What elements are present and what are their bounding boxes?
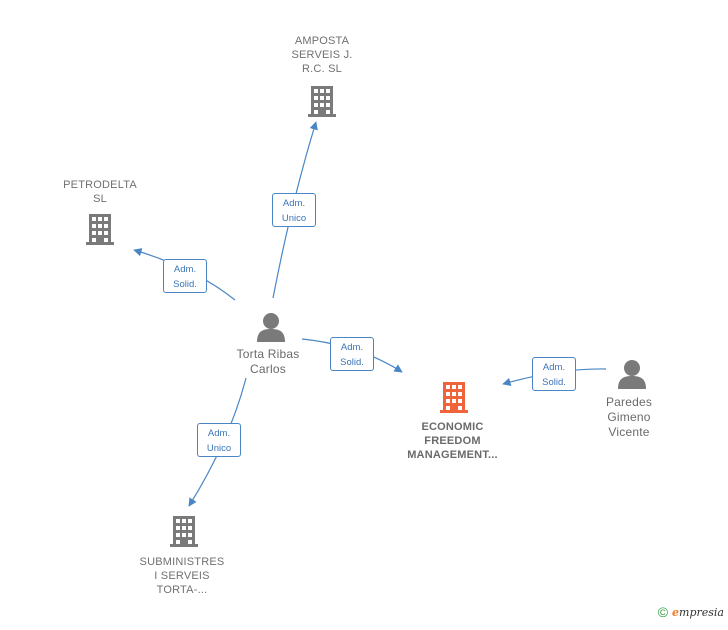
- petrodelta-label[interactable]: PETRODELTA SL: [63, 179, 137, 205]
- economic-label[interactable]: ECONOMIC FREEDOM MANAGEMENT...: [407, 421, 498, 461]
- torta-label[interactable]: Torta Ribas Carlos: [236, 347, 300, 376]
- paredes-person-icon[interactable]: [618, 360, 646, 389]
- empresia-footer: © empresia: [658, 604, 724, 620]
- copyright-icon: ©: [657, 604, 669, 620]
- torta-person-icon[interactable]: [257, 313, 285, 342]
- petrodelta-building-icon[interactable]: [86, 214, 114, 245]
- amposta-building-icon[interactable]: [308, 86, 336, 117]
- subministres-label[interactable]: SUBMINISTRES I SERVEIS TORTA-...: [139, 556, 225, 596]
- edge-label-paredes-economic: Adm. Solid.: [532, 357, 576, 391]
- edge-label-torta-petrodelta: Adm. Solid.: [163, 259, 207, 293]
- empresia-logo[interactable]: empresia: [672, 605, 724, 619]
- subministres-building-icon[interactable]: [170, 516, 198, 547]
- economic-building-icon[interactable]: [440, 382, 468, 413]
- edge-label-torta-amposta: Adm. Unico: [272, 193, 316, 227]
- edge-label-torta-subministres: Adm. Unico: [197, 423, 241, 457]
- paredes-label[interactable]: Paredes Gimeno Vicente: [605, 395, 653, 439]
- edge-label-torta-economic: Adm. Solid.: [330, 337, 374, 371]
- amposta-label[interactable]: AMPOSTA SERVEIS J. R.C. SL: [291, 35, 353, 75]
